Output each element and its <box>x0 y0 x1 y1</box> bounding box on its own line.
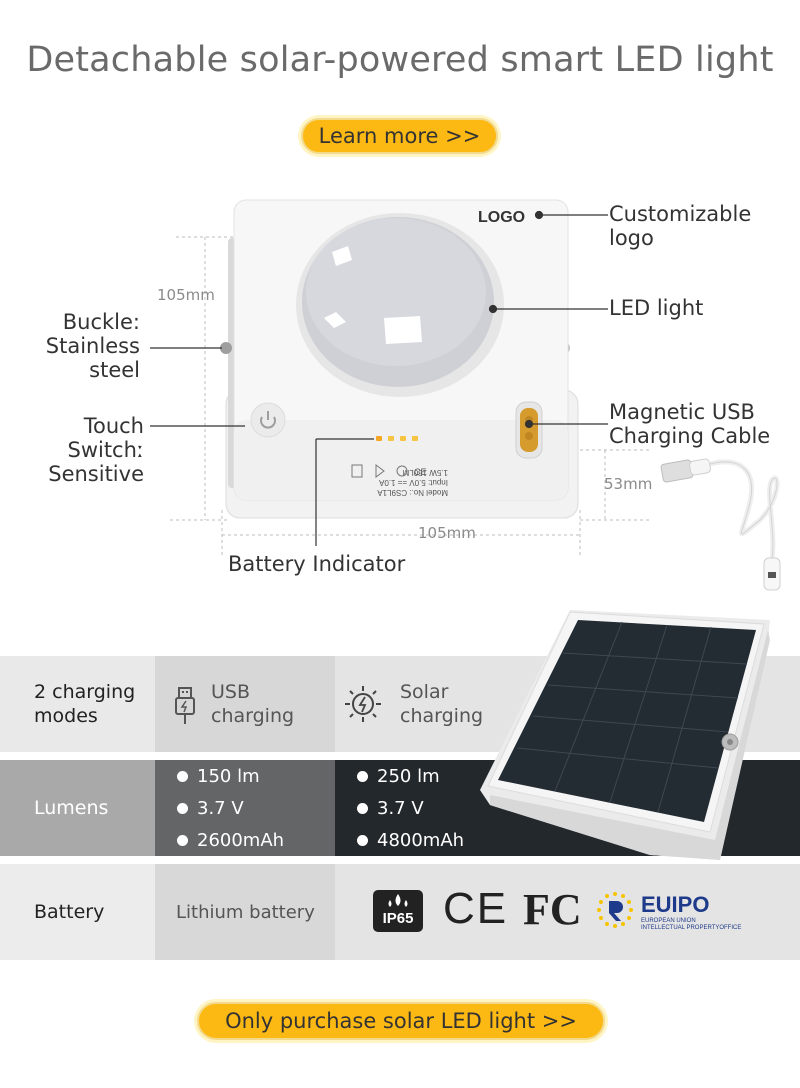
height-dimension: 105mm <box>157 286 215 304</box>
euipo-logo-icon <box>597 892 633 928</box>
list-item: 150 lm <box>177 760 284 792</box>
ip65-badge: IP65 <box>373 890 423 932</box>
usb-cable <box>660 458 781 591</box>
svg-text:Input: 5.0V == 1.0A: Input: 5.0V == 1.0A <box>378 478 448 487</box>
spec-head-battery: Battery <box>0 864 155 960</box>
power-icon <box>260 411 276 429</box>
list-item: 4800mAh <box>357 824 464 856</box>
compliance-marks: CE <box>351 464 427 478</box>
svg-text:Model No.: CS9L1A: Model No.: CS9L1A <box>377 488 448 497</box>
battery-type: Lithium battery <box>155 864 335 960</box>
lamp-front-face <box>234 420 568 500</box>
learn-more-button[interactable]: Learn more >> <box>301 118 498 154</box>
fcc-mark: FC <box>523 885 582 934</box>
reflection <box>332 246 352 266</box>
euipo-subtitle: EUROPEAN UNION INTELLECTUAL PROPERTYOFFI… <box>641 918 742 931</box>
ce-mark: CE <box>443 884 509 933</box>
spec-row-battery: Battery Lithium battery IP65 CE FC EUIP <box>0 864 800 960</box>
callout-battery-indicator: Battery Indicator <box>228 552 406 576</box>
small-model-specs: 150 lm 3.7 V 2600mAh <box>177 760 284 856</box>
solar-panel-product <box>480 610 770 860</box>
width-dimension: 105mm <box>418 524 476 542</box>
callout-magnetic-usb: Magnetic USB Charging Cable <box>609 400 771 448</box>
callout-touch-switch: Touch Switchː Sensitive <box>48 414 144 486</box>
product-label: Model No.: CS9L1A Input: 5.0V == 1.0A 1.… <box>377 468 448 497</box>
callout-buckle: Buckle: Stainless steel <box>45 310 140 382</box>
buckle-screw <box>220 342 232 354</box>
leader-lines <box>150 210 608 546</box>
dimension-guides <box>170 236 650 555</box>
spec-head-lumens: Lumens <box>0 760 155 856</box>
list-item: 3.7 V <box>357 792 464 824</box>
cell-grid <box>516 621 748 813</box>
large-model-specs: 250 lm 3.7 V 4800mAh <box>357 760 464 856</box>
list-item: 2600mAh <box>177 824 284 856</box>
euipo-wordmark: EUIPO <box>641 892 710 917</box>
list-item: 250 lm <box>357 760 464 792</box>
usb-icon <box>175 687 195 724</box>
callout-customizable-logo: Customizable logo <box>609 202 752 250</box>
page-title: Detachable solar-powered smart LED light <box>26 40 774 80</box>
svg-text:1.5W 150LM: 1.5W 150LM <box>402 468 448 477</box>
list-item: 3.7 V <box>177 792 284 824</box>
logo-mark: LOGO <box>478 209 525 226</box>
callout-led-light: LED light <box>609 296 704 320</box>
depth-dimension: 53mm <box>604 475 653 493</box>
water-drop-icon <box>388 894 408 907</box>
solar-icon <box>345 686 381 722</box>
product-illustration: LOGO Model No.: CS9L1A Input: 5.0V == 1.… <box>150 199 781 591</box>
battery-indicator-dots <box>376 436 418 441</box>
purchase-button[interactable]: Only purchase solar LED light >> <box>197 1002 605 1040</box>
svg-text:CE: CE <box>414 467 427 477</box>
